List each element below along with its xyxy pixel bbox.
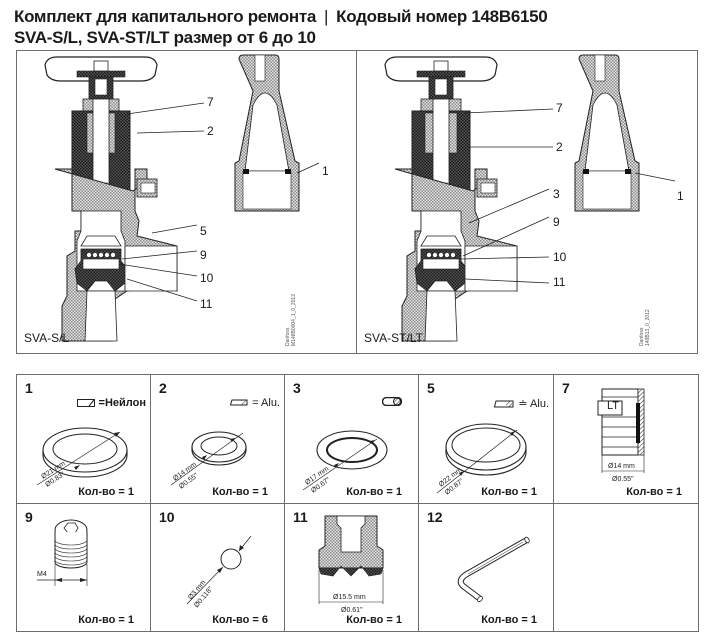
washer-illustration: Ø14 mm Ø0.55" xyxy=(170,431,247,491)
empty-cell xyxy=(554,504,698,631)
valve-cross-section-drawing xyxy=(44,54,320,342)
part-number: 12 xyxy=(427,509,443,525)
svg-text:Ø15.5 mm: Ø15.5 mm xyxy=(333,594,366,601)
title-line-1: Комплект для капитального ремонта | Кодовы… xyxy=(14,6,548,27)
valve-cross-section-drawing xyxy=(384,54,676,342)
svg-text:M4: M4 xyxy=(37,571,47,578)
code-number: Кодовый номер 148B6150 xyxy=(336,7,548,26)
washer-illustration: Ø21 mm Ø0.83" xyxy=(36,427,128,489)
steel-ball-illustration: Ø3 mm Ø0.118" xyxy=(186,535,252,609)
quantity: Кол-во = 1 xyxy=(78,614,134,626)
quantity: Кол-во = 6 xyxy=(212,614,268,626)
material-label: ≐ Alu. xyxy=(518,398,549,410)
quantity: Кол-во = 1 xyxy=(346,486,402,498)
callout-3: 3 xyxy=(553,187,560,201)
callout-1: 1 xyxy=(677,189,684,203)
part-number: 9 xyxy=(25,509,33,525)
callout-10: 10 xyxy=(200,271,214,285)
material-legend: =Нейлон xyxy=(76,397,146,409)
callout-10: 10 xyxy=(553,250,567,264)
title-separator: | xyxy=(324,7,329,26)
o-ring-illustration: Ø17 mm Ø0.67" xyxy=(302,430,388,495)
part-cell-5: 5 ≐ Alu. Ø22 mm Ø0.87" Кол-во = 1 xyxy=(419,375,554,504)
part-cell-7: 7 LT Ø14 mm Ø0.55" Кол-во = 1 xyxy=(554,375,698,504)
part-number: 7 xyxy=(562,380,570,396)
part-number: 5 xyxy=(427,380,435,396)
alu-hatch-icon xyxy=(230,399,248,406)
quantity: Кол-во = 1 xyxy=(626,486,682,498)
material-legend: = Alu. xyxy=(230,397,280,409)
valve-cone-illustration: Ø15.5 mm Ø0.61" xyxy=(318,515,384,614)
figure-label: SVA-S/L xyxy=(24,331,70,345)
part-number: 10 xyxy=(159,509,175,525)
quantity: Кол-во = 1 xyxy=(481,614,537,626)
alu-hatch-icon xyxy=(494,400,514,407)
svg-text:LT: LT xyxy=(607,400,619,412)
document-title: Комплект для капитального ремонта | Кодовы… xyxy=(14,6,548,48)
callout-7: 7 xyxy=(556,101,563,115)
callout-1: 1 xyxy=(322,164,329,178)
material-legend: ≐ Alu. xyxy=(494,397,549,410)
part-number: 11 xyxy=(293,509,308,525)
title-line-2: SVA-S/L, SVA-ST/LT размер от 6 до 10 xyxy=(14,28,316,47)
part-cell-1: 1 =Нейлон Ø21 mm Ø0.83" Кол-во = 1 xyxy=(17,375,151,504)
quantity: Кол-во = 1 xyxy=(212,486,268,498)
part-number: 3 xyxy=(293,380,301,396)
callout-2: 2 xyxy=(207,124,214,138)
callout-9: 9 xyxy=(553,215,560,229)
set-screw-illustration: M4 xyxy=(37,519,88,586)
quantity: Кол-во = 1 xyxy=(78,486,134,498)
material-label: =Нейлон xyxy=(98,397,146,409)
parts-table: 1 =Нейлон Ø21 mm Ø0.83" Кол-во = 1 2 = A… xyxy=(16,374,699,632)
washer-illustration: Ø22 mm Ø0.87" xyxy=(436,423,527,497)
svg-text:Ø0.61": Ø0.61" xyxy=(341,607,363,614)
callout-5: 5 xyxy=(200,224,207,238)
part-cell-9: 9 M4 Кол-во = 1 xyxy=(17,504,151,631)
kit-title: Комплект для капитального ремонта xyxy=(14,7,317,26)
callout-2: 2 xyxy=(556,140,563,154)
svg-text:Ø0.55": Ø0.55" xyxy=(612,476,634,483)
callout-11: 11 xyxy=(200,297,213,311)
part-cell-3: 3 Ø17 mm Ø0.67" Кол-во = 1 xyxy=(285,375,419,504)
quantity: Кол-во = 1 xyxy=(481,486,537,498)
nylon-hatch-icon xyxy=(76,399,95,407)
svg-text:Ø14 mm: Ø14 mm xyxy=(608,463,635,470)
part-number: 1 xyxy=(25,380,33,396)
material-legend xyxy=(382,397,402,406)
o-ring-section-icon xyxy=(382,397,402,406)
figure-label: SVA-ST/LT xyxy=(364,331,423,345)
gland-insert-illustration: LT Ø14 mm Ø0.55" xyxy=(597,388,645,483)
hex-key-illustration xyxy=(457,536,530,603)
part-cell-11: 11 Ø15.5 mm Ø0.61" Кол-во = 1 xyxy=(285,504,419,631)
callout-7: 7 xyxy=(207,95,214,109)
quantity: Кол-во = 1 xyxy=(346,614,402,626)
part-cell-2: 2 = Alu. Ø14 mm Ø0.55" Кол-во = 1 xyxy=(151,375,285,504)
callout-9: 9 xyxy=(200,248,207,262)
callout-11: 11 xyxy=(553,275,566,289)
material-label: = Alu. xyxy=(252,397,280,409)
part-number: 2 xyxy=(159,380,167,396)
part-cell-12: 12 Кол-во = 1 xyxy=(419,504,554,631)
part-cell-10: 10 Ø3 mm Ø0.118" Кол-во = 6 xyxy=(151,504,285,631)
